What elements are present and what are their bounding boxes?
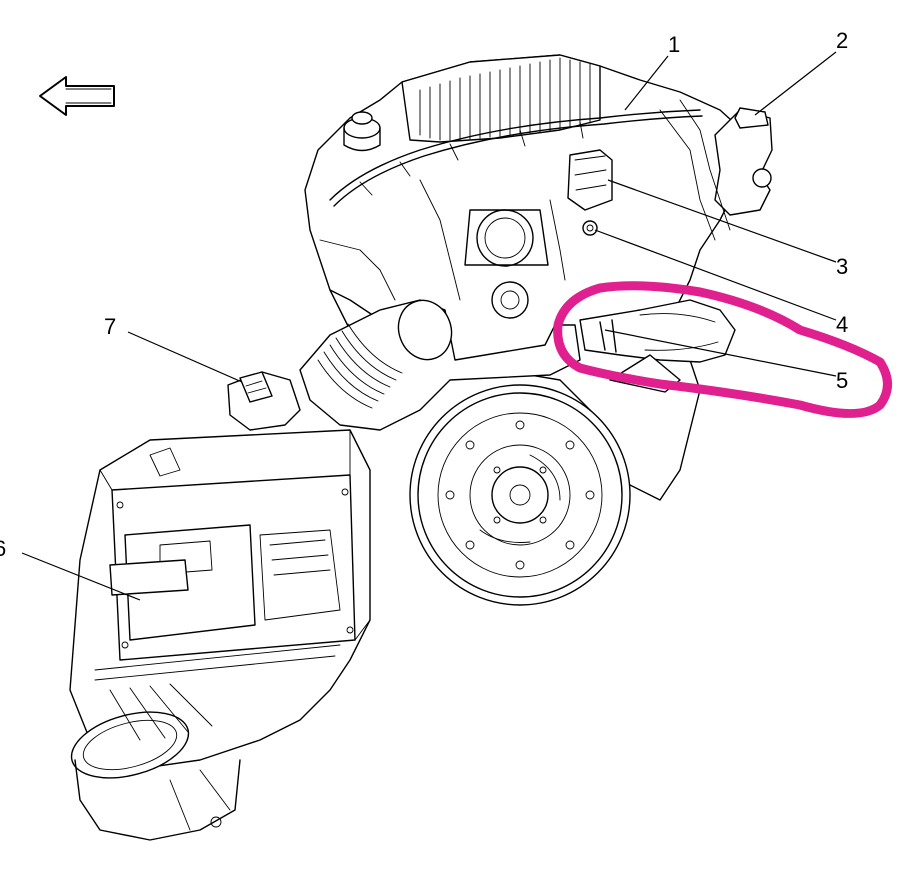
air-cleaner-housing bbox=[69, 429, 371, 841]
left-arrow-icon bbox=[39, 76, 115, 116]
callout-label-4: 4 bbox=[836, 312, 848, 337]
mass-air-flow-sensor bbox=[227, 371, 301, 431]
leader-lines bbox=[21, 51, 837, 601]
callout-label-2: 2 bbox=[836, 28, 848, 53]
air-intake-duct bbox=[299, 299, 581, 431]
callout-label-6: 6 bbox=[0, 536, 6, 561]
callout-label-7: 7 bbox=[104, 314, 116, 339]
callout-label-3: 3 bbox=[836, 254, 848, 279]
coolant-outlet-sensor bbox=[659, 99, 773, 241]
callout-label-1: 1 bbox=[668, 32, 680, 57]
highlight-marker bbox=[553, 281, 892, 418]
callout-label-5: 5 bbox=[836, 368, 848, 393]
flexplate bbox=[409, 384, 631, 606]
engine-block bbox=[304, 54, 743, 501]
